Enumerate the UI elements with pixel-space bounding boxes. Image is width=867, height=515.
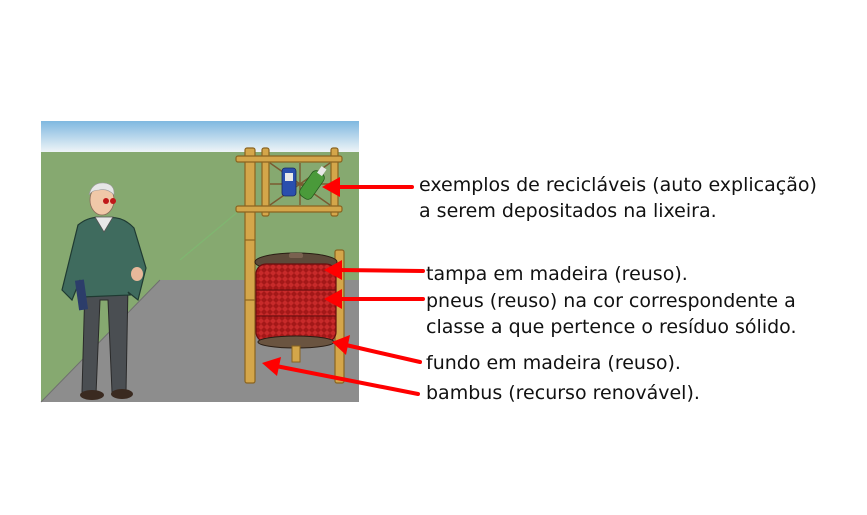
label-bottom: fundo em madeira (reuso). — [426, 350, 681, 376]
label-bottom-line-1: fundo em madeira (reuso). — [426, 352, 681, 374]
arrow-bamboo — [274, 364, 420, 396]
bamboo-frame — [235, 147, 345, 384]
label-recyclables-line-1: exemplos de recicláveis (auto explicação… — [419, 174, 817, 196]
lid-handle — [289, 253, 303, 258]
label-recyclables: exemplos de recicláveis (auto explicação… — [419, 172, 817, 224]
label-bamboo: bambus (recurso renovável). — [426, 380, 700, 406]
green-bottle-icon — [299, 166, 327, 200]
arrow-bottom — [344, 343, 422, 364]
label-recyclables-line-2: a serem depositados na lixeira. — [419, 200, 717, 222]
label-lid-line-1: tampa em madeira (reuso). — [426, 263, 688, 285]
label-lid: tampa em madeira (reuso). — [426, 261, 688, 287]
sky — [41, 121, 359, 153]
arrow-lid — [336, 268, 425, 273]
label-tires-line-2: classe a que pertence o resíduo sólido. — [426, 316, 797, 338]
tire-bin — [254, 252, 338, 363]
bamboo-post-left — [244, 147, 256, 384]
detergent-bottle-icon — [281, 167, 297, 197]
person-figure — [61, 182, 147, 400]
label-tires: pneus (reuso) na cor correspondente a cl… — [426, 288, 797, 340]
annotation-arrows — [262, 177, 425, 396]
recyclables-display — [269, 162, 331, 206]
label-bamboo-line-1: bambus (recurso renovável). — [426, 382, 700, 404]
label-tires-line-1: pneus (reuso) na cor correspondente a — [426, 290, 796, 312]
tires-stack — [255, 263, 337, 343]
